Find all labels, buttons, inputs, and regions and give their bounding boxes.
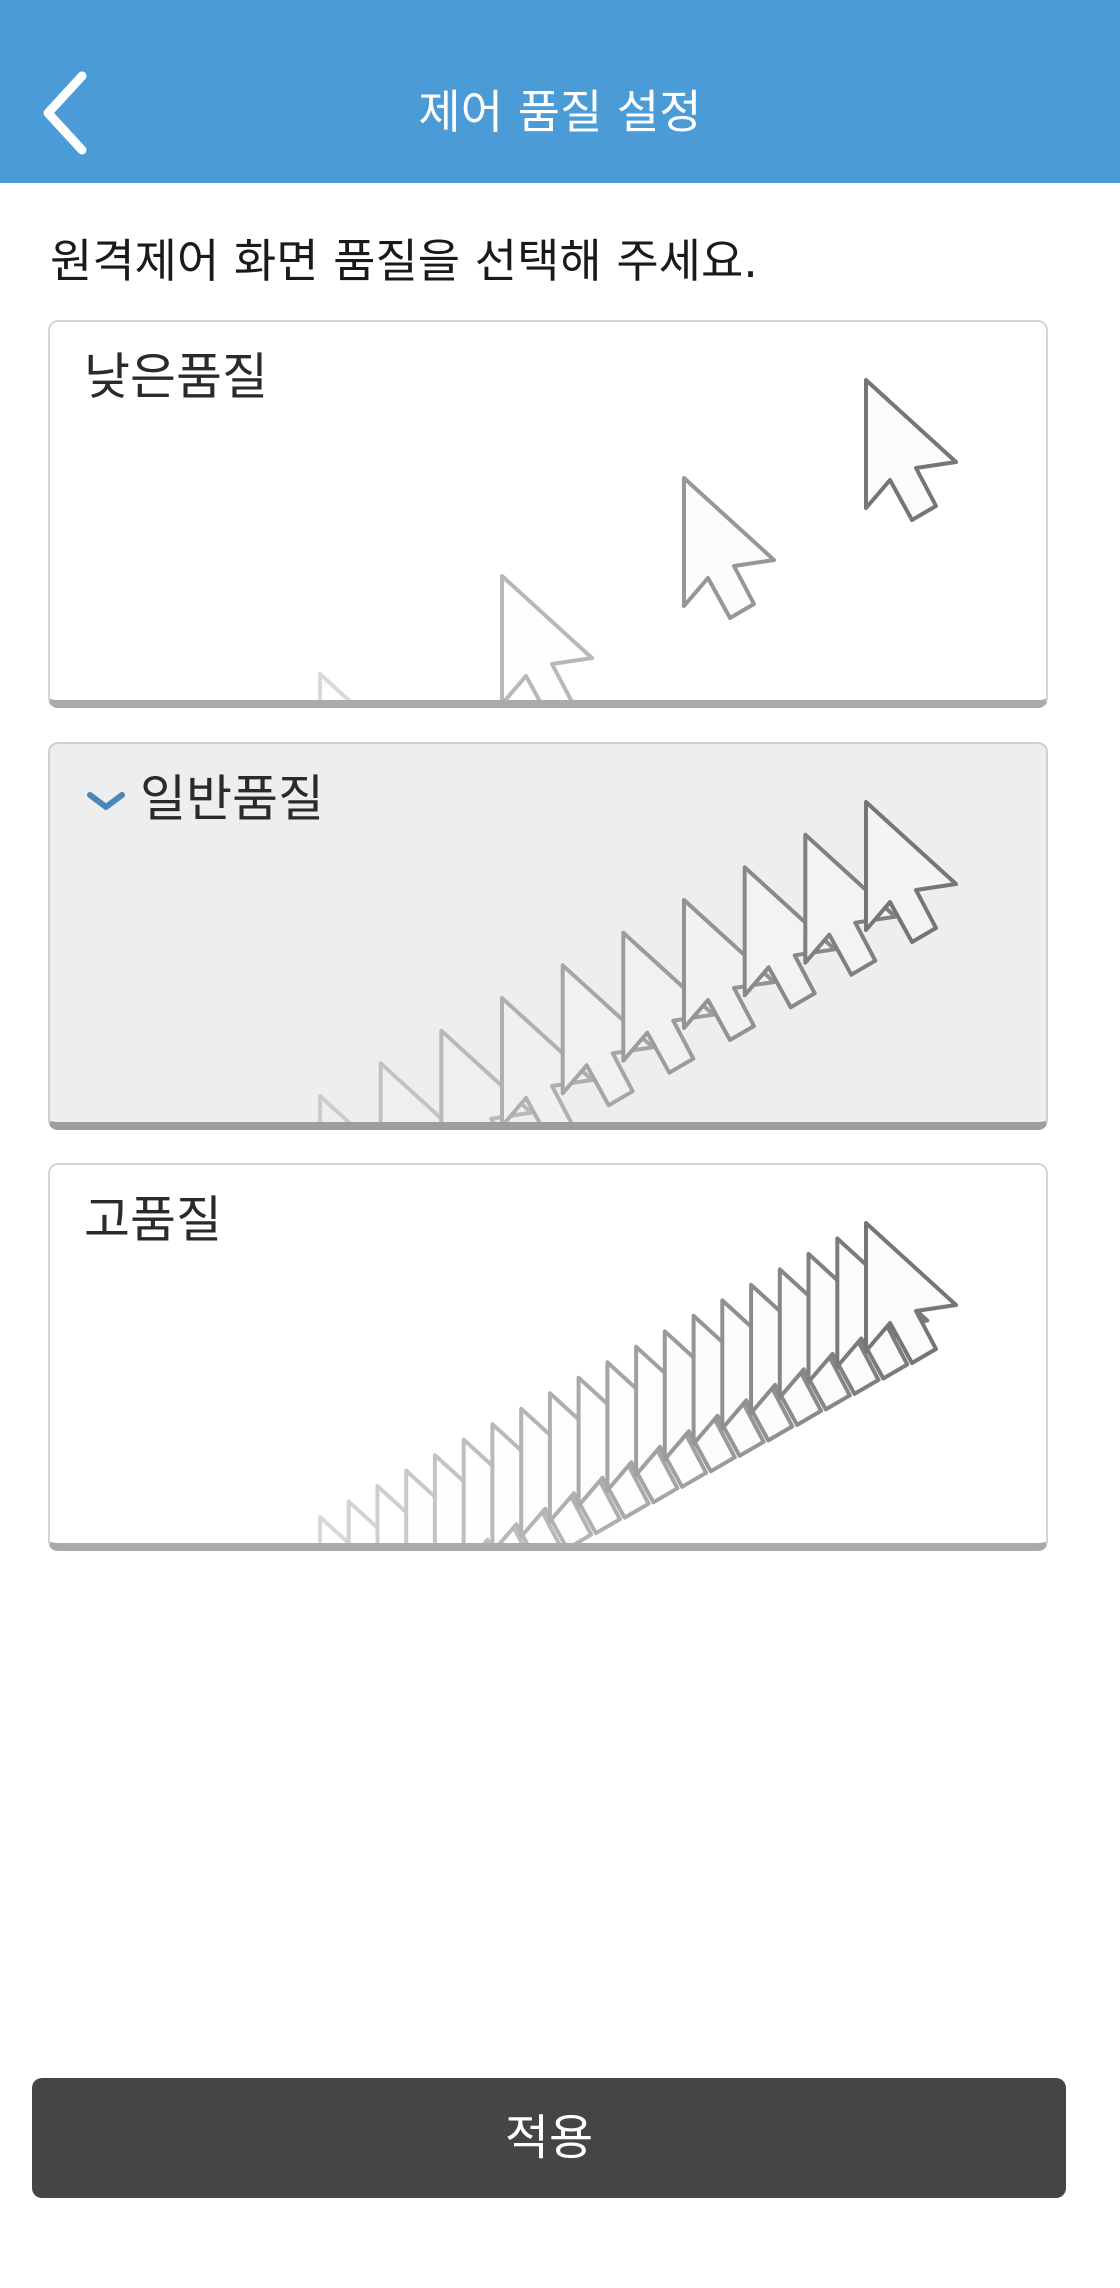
cursor-arrow-icon xyxy=(621,930,716,1075)
cursor-arrow-icon xyxy=(439,1028,534,1122)
cursor-arrow-icon xyxy=(375,1484,443,1543)
cursor-arrow-icon xyxy=(318,1515,352,1543)
cursor-arrow-icon xyxy=(346,1499,398,1543)
check-icon xyxy=(87,792,125,810)
chevron-left-icon xyxy=(43,71,87,155)
cursor-arrow-icon xyxy=(864,378,958,522)
apply-button[interactable]: 적용 xyxy=(32,2078,1066,2198)
page-title: 제어 품질 설정 xyxy=(418,85,702,139)
instruction-text: 원격제어 화면 품질을 선택해 주세요. xyxy=(50,234,758,288)
cursor-arrow-icon xyxy=(691,1313,786,1458)
option-label-high: 고품질 xyxy=(84,1191,222,1249)
cursor-arrow-icon xyxy=(560,963,655,1108)
cursor-arrow-icon xyxy=(682,476,776,620)
cursor-arrow-icon xyxy=(777,1267,872,1412)
option-normal-quality[interactable]: 일반품질 xyxy=(48,742,1048,1130)
cursor-arrow-icon xyxy=(547,1391,642,1536)
cursor-arrow-icon xyxy=(490,1422,585,1543)
cursor-arrow-icon xyxy=(682,898,776,1042)
cursor-arrow-icon xyxy=(835,1236,930,1381)
cursor-arrow-icon xyxy=(461,1437,556,1543)
option-label-low: 낮은품질 xyxy=(84,348,268,406)
cursor-arrow-icon xyxy=(378,1061,449,1122)
cursor-arrow-icon xyxy=(404,1468,489,1543)
cursor-arrow-icon xyxy=(519,1406,614,1543)
header-bar: 제어 품질 설정 xyxy=(0,0,1120,183)
cursor-arrow-icon xyxy=(662,1329,757,1474)
cursor-arrow-icon xyxy=(576,1375,671,1520)
cursor-arrow-icon xyxy=(742,865,837,1010)
cursor-arrow-icon xyxy=(806,1251,901,1396)
cursor-arrow-icon xyxy=(864,1221,958,1365)
cursor-arrow-icon xyxy=(803,832,898,977)
cursor-arrow-icon xyxy=(500,574,594,700)
cursor-arrow-icon xyxy=(864,800,958,944)
cursor-arrow-icon xyxy=(605,1360,700,1505)
option-label-normal: 일반품질 xyxy=(140,770,324,828)
back-button[interactable] xyxy=(28,56,108,156)
cursor-arrow-icon xyxy=(318,672,352,700)
option-low-quality[interactable]: 낮은품질 xyxy=(48,320,1048,708)
option-high-quality[interactable]: 고품질 xyxy=(48,1163,1048,1551)
cursor-arrow-icon xyxy=(318,1094,352,1122)
cursor-arrow-icon xyxy=(749,1282,844,1427)
cursor-arrow-icon xyxy=(634,1344,729,1489)
cursor-arrow-icon xyxy=(500,996,594,1122)
cursor-arrow-icon xyxy=(720,1298,815,1443)
cursor-arrow-icon xyxy=(432,1453,527,1543)
